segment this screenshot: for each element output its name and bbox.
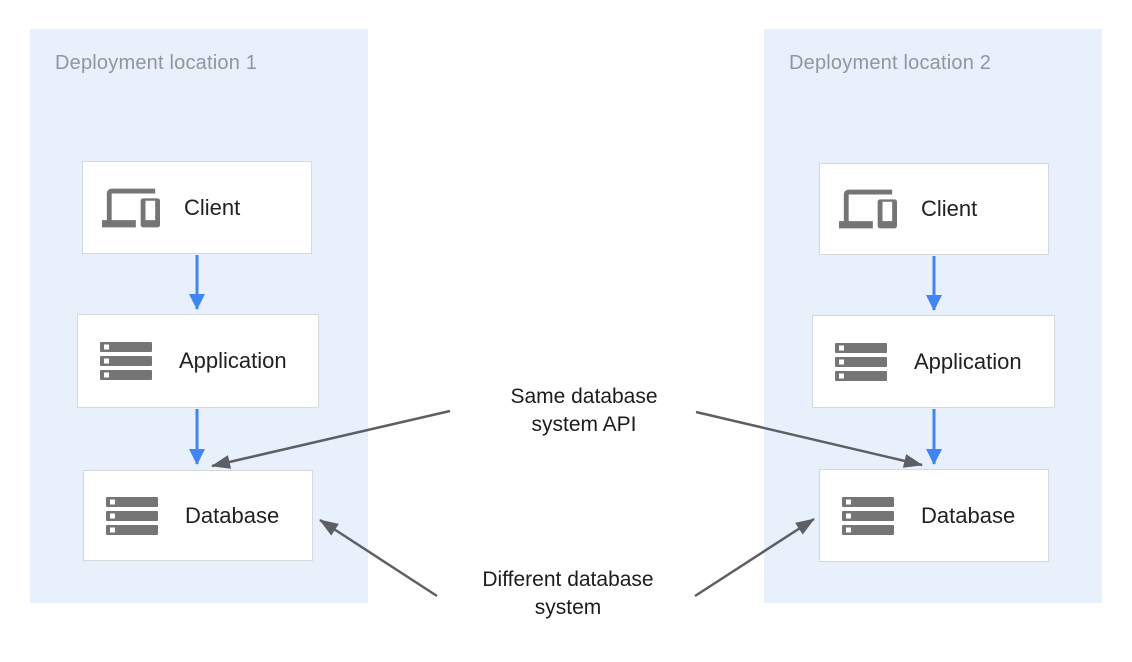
annotation-line: system API xyxy=(531,413,637,436)
node-label: Client xyxy=(184,194,241,220)
node-label: Application xyxy=(914,348,1022,374)
server-stack-icon xyxy=(832,342,890,381)
devices-icon xyxy=(102,179,160,237)
node-label: Application xyxy=(179,348,287,373)
server-stack-icon xyxy=(839,496,897,535)
node-label: Database xyxy=(185,502,280,528)
panel-title: Deployment location 2 xyxy=(789,52,992,74)
node-label: Database xyxy=(921,502,1016,528)
annotation-line: system xyxy=(534,596,602,619)
server-stack-icon xyxy=(103,496,161,535)
application-node-2: Application xyxy=(812,315,1055,408)
node-label: Client xyxy=(921,196,978,221)
database-node-2: Database xyxy=(819,469,1049,562)
panel-title: Deployment location 1 xyxy=(55,52,258,74)
application-node-1: Application xyxy=(77,314,319,408)
database-node-1: Database xyxy=(83,470,313,561)
client-node-1: Client xyxy=(82,161,312,254)
annotation-line: Different database xyxy=(482,568,654,591)
annotation-different-database: Different database system xyxy=(418,566,718,622)
annotation-same-database: Same database system API xyxy=(434,383,734,439)
annotation-line: Same database xyxy=(510,385,658,408)
devices-icon xyxy=(839,180,897,238)
client-node-2: Client xyxy=(819,163,1049,255)
server-stack-icon xyxy=(97,342,155,380)
